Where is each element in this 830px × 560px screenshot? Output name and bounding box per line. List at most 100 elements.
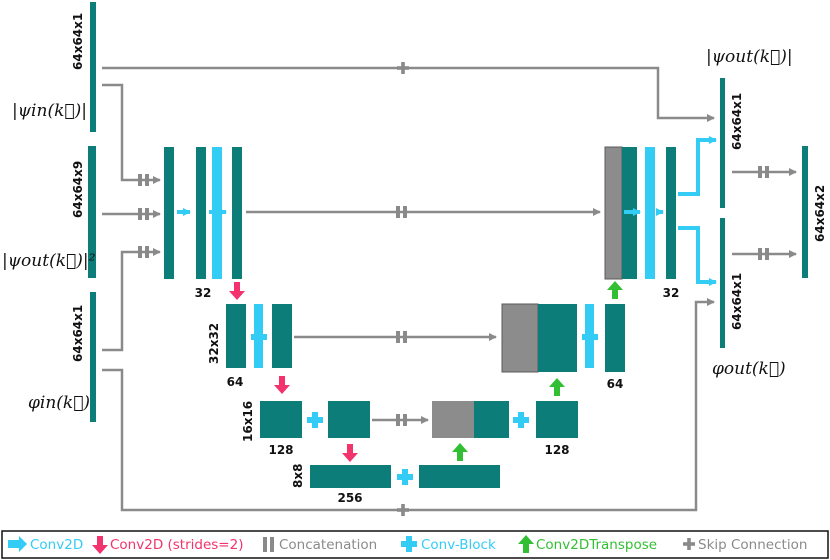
- dec3-filters-label: 128: [544, 443, 569, 457]
- psi-out-sq-math-label: |ψout(k⃗)|²: [2, 251, 96, 271]
- conv-block-dec1: [645, 147, 655, 279]
- strided-conv-legend-icon: [92, 536, 108, 554]
- enc1-bar-a: [164, 147, 174, 279]
- legend-item-conv2d: Conv2D: [8, 536, 83, 553]
- strided-conv-arrows: [229, 282, 358, 462]
- dec2-filters-label: 64: [607, 377, 624, 391]
- enc2-block-a: [226, 304, 246, 368]
- conv2d-arrows: [177, 136, 717, 286]
- concat-icon: [138, 174, 149, 186]
- enc2-size-label: 32x32: [207, 323, 221, 364]
- concat-icon: [396, 206, 407, 218]
- input-bars: [88, 2, 96, 422]
- up-arrow: [549, 378, 565, 396]
- conv2d-arrow-out-top: [678, 136, 717, 196]
- skip-line-top: [102, 66, 715, 122]
- enc3-block-a: [260, 401, 302, 438]
- dec1-block: [666, 147, 676, 279]
- phi-in-bar: [90, 292, 96, 422]
- conv-block-icon: [251, 329, 267, 345]
- psi-out-sq-dim-label: 64x64x9: [71, 161, 85, 218]
- phi-in-math-label: φin(k⃗): [28, 393, 90, 413]
- transpose-conv-legend-icon: [518, 535, 534, 553]
- final-dim-label: 64x64x2: [813, 185, 827, 242]
- dec3-concat-gray: [432, 401, 474, 438]
- dec2-concat-teal: [538, 304, 577, 372]
- enc1-filters-label: 32: [195, 286, 212, 300]
- down-arrow: [274, 376, 290, 394]
- legend-conv-block-label: Conv-Block: [421, 537, 496, 553]
- legend-item-conv-block: Conv-Block: [401, 536, 496, 553]
- dec2-block: [605, 304, 625, 372]
- phi-out-dim-label: 64x64x1: [730, 273, 744, 330]
- plus-icon: [397, 62, 409, 74]
- connection-lines: [102, 66, 797, 512]
- dec1-concat-gray: [604, 146, 623, 280]
- up-arrow: [607, 281, 623, 299]
- final-output-bar: [802, 146, 808, 278]
- concat-icon: [396, 414, 407, 426]
- psi-in-bar: [90, 2, 96, 132]
- plus-legend-icon: [683, 538, 695, 550]
- concat-icon: [758, 248, 769, 260]
- conv-block-icons: [251, 329, 598, 485]
- conv2d-legend-icon: [8, 536, 27, 552]
- phi-out-bar: [720, 218, 725, 348]
- dec1-filters-label: 32: [663, 286, 680, 300]
- psi-out-dim-label: 64x64x1: [730, 93, 744, 150]
- transpose-conv-arrows: [452, 281, 623, 461]
- up-arrow: [452, 443, 468, 461]
- enc3-block-b: [328, 401, 370, 438]
- legend-concat-label: Concatenation: [279, 537, 377, 553]
- legend-conv2d-strided-label: Conv2D (strides=2): [110, 537, 243, 553]
- psi-in-math-label: |ψin(k⃗)|: [12, 101, 87, 121]
- legend-conv2d-label: Conv2D: [30, 537, 83, 553]
- input-line-1: [102, 83, 161, 184]
- dec3-block: [536, 401, 578, 438]
- concat-icon: [138, 246, 149, 258]
- math-labels: |ψin(k⃗)| |ψout(k⃗)|² φin(k⃗) |ψout(k⃗)|…: [2, 47, 793, 413]
- legend-item-concat: Concatenation: [263, 537, 377, 553]
- enc1-bar-b: [196, 147, 206, 279]
- legend-item-conv-transpose: Conv2DTranspose: [518, 535, 657, 553]
- enc2-filters-label: 64: [227, 375, 244, 389]
- bottleneck-block-b: [419, 465, 500, 488]
- conv2d-arrow-out-bottom: [678, 226, 717, 286]
- dec2-concat-gray: [501, 303, 539, 373]
- conv-block-icon: [582, 329, 598, 345]
- psi-out-bar: [720, 78, 725, 208]
- bottleneck-block-a: [310, 465, 391, 488]
- bottleneck-size-label: 8x8: [291, 464, 305, 488]
- concat-icon: [758, 166, 769, 178]
- conv-block-legend-icon: [401, 536, 417, 552]
- dimension-labels: 64x64x1 64x64x9 64x64x1 32 32x32 64 16x1…: [71, 13, 827, 505]
- output-bars: [720, 78, 808, 348]
- phi-out-math-label: φout(k⃗): [712, 359, 786, 379]
- legend-conv-transpose-label: Conv2DTranspose: [536, 537, 657, 553]
- phi-in-dim-label: 64x64x1: [71, 305, 85, 362]
- concat-icon: [138, 208, 149, 220]
- skip-plus-markers: [397, 62, 409, 516]
- psi-out-sq-bar: [88, 146, 96, 278]
- conv-block-icon: [397, 469, 413, 485]
- concat-markers: [138, 166, 769, 426]
- legend-item-skip: Skip Connection: [683, 537, 807, 553]
- conv-block-icon: [513, 412, 529, 428]
- input-line-3: [102, 248, 161, 352]
- legend-skip-label: Skip Connection: [698, 537, 807, 553]
- conv-block-icon: [307, 412, 323, 428]
- legend-item-conv2d-strided: Conv2D (strides=2): [92, 536, 243, 554]
- legend: Conv2D Conv2D (strides=2) Concatenation …: [1, 530, 829, 559]
- down-arrow: [229, 282, 245, 300]
- enc2-block-b: [272, 304, 292, 368]
- plus-icon: [397, 504, 409, 516]
- enc1-bar-c: [232, 147, 242, 279]
- concat-legend-icon: [263, 537, 267, 552]
- enc3-size-label: 16x16: [241, 401, 255, 442]
- dec3-concat-teal: [474, 401, 509, 438]
- psi-out-math-label: |ψout(k⃗)|: [706, 47, 793, 67]
- psi-in-dim-label: 64x64x1: [71, 13, 85, 70]
- concat-icon: [396, 331, 407, 343]
- down-arrow: [342, 444, 358, 462]
